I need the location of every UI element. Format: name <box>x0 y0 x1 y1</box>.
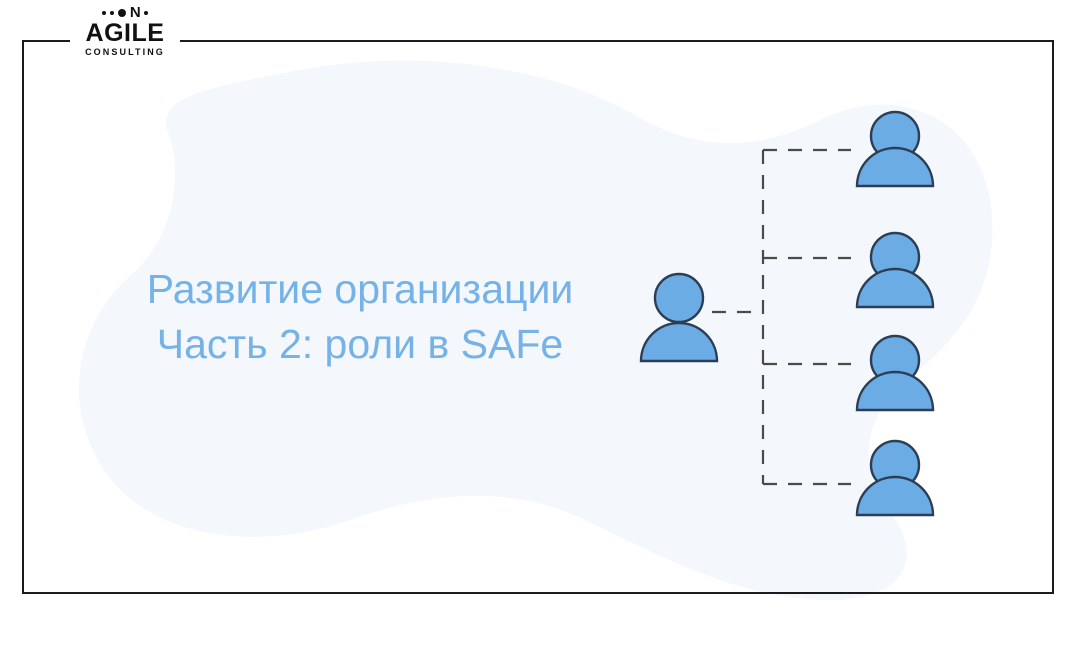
logo-dot-small-1 <box>101 11 106 15</box>
logo-dot-large <box>117 9 126 17</box>
title-line-1: Развитие организации <box>146 266 574 312</box>
slide-title: Развитие организации Часть 2: роли в SAF… <box>60 262 660 372</box>
logo-letter-n: N <box>129 4 141 21</box>
title-line-2: Часть 2: роли в SAFe <box>156 321 564 367</box>
brand-logo: N AGILE CONSULTING <box>70 4 180 63</box>
slide-frame <box>22 40 1054 594</box>
logo-dot-small-2 <box>109 11 114 15</box>
logo-tagline: CONSULTING <box>85 47 165 57</box>
logo-name: AGILE <box>85 19 165 47</box>
logo-dot-small-3 <box>144 11 149 15</box>
logo-dot-row: N <box>76 4 174 21</box>
